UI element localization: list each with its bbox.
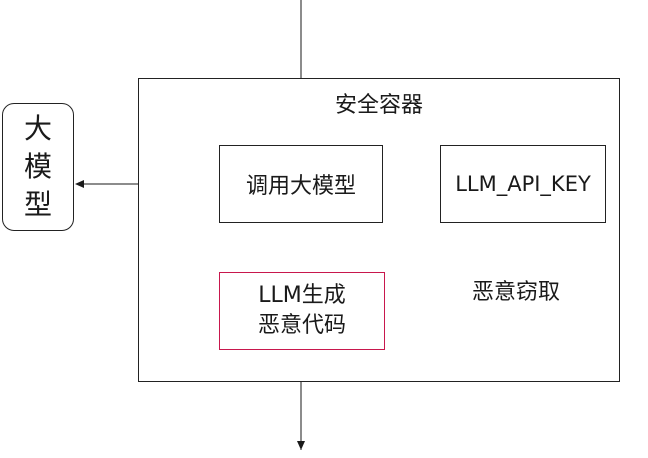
secure-container-title: 安全容器: [334, 93, 423, 118]
malicious-code-line1: LLM生成: [258, 283, 346, 308]
llm-node: 大模型: [2, 103, 74, 231]
api-key-node: LLM_API_KEY: [440, 145, 606, 223]
api-key-label: LLM_API_KEY: [455, 172, 591, 196]
call-llm-node: 调用大模型: [219, 145, 383, 223]
llm-node-label: 大模型: [23, 112, 52, 221]
call-llm-label: 调用大模型: [245, 174, 356, 199]
malicious-code-line2: 恶意代码: [257, 313, 346, 338]
malicious-code-node: LLM生成 恶意代码: [219, 272, 385, 350]
secure-container: 安全容器: [138, 78, 620, 382]
steal-label: 恶意窃取: [472, 280, 561, 305]
